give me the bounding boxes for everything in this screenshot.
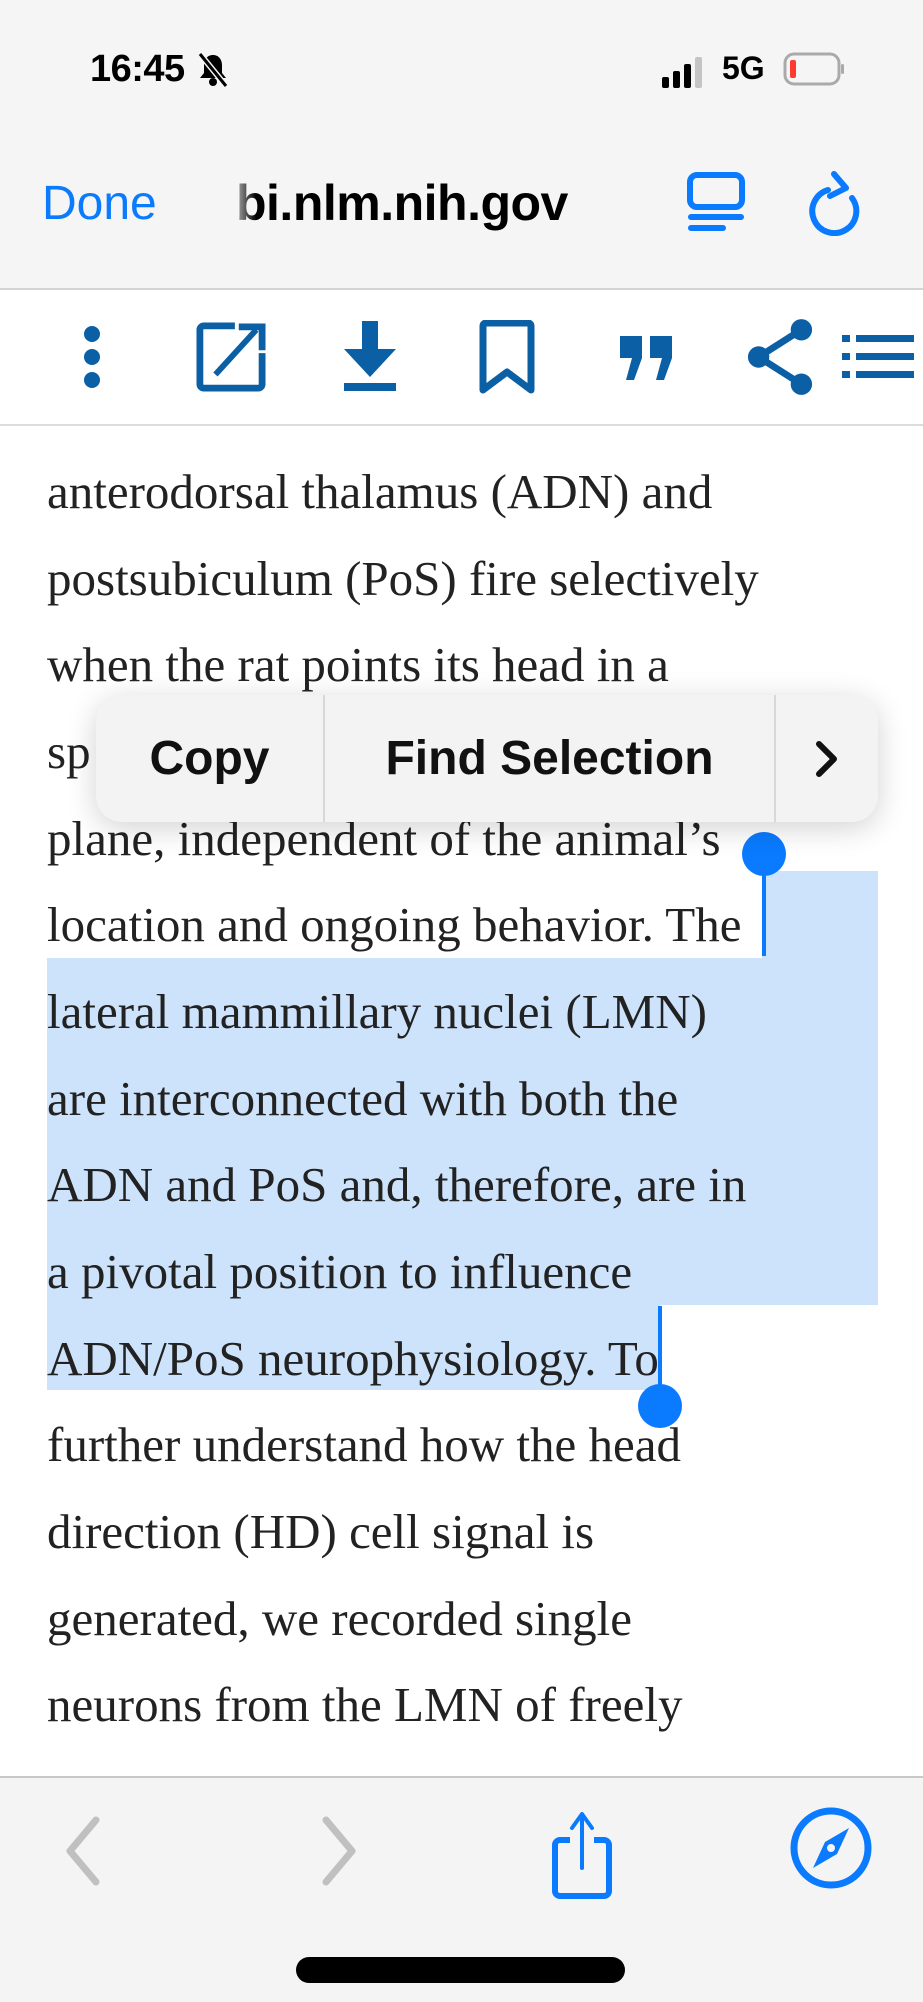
status-time: 16:45	[90, 48, 185, 90]
selection-highlight	[762, 871, 878, 958]
chevron-right-icon	[816, 740, 837, 777]
text-line[interactable]: ADN/PoS neurophysiology. To	[47, 1315, 659, 1402]
text-line[interactable]: further understand how the head	[47, 1417, 682, 1472]
text-line[interactable]: anterodorsal thalamus (ADN) and	[47, 464, 713, 519]
selected-text-line[interactable]: ADN and PoS and, therefore, are in	[47, 1157, 747, 1212]
cellular-signal-icon	[662, 55, 708, 94]
cite-quote-icon[interactable]	[611, 322, 681, 392]
browser-bottom-bar	[0, 1776, 923, 2002]
selection-start-handle[interactable]	[742, 832, 786, 958]
selected-text: ADN/PoS neurophysiology.	[47, 1331, 597, 1386]
selected-text-line[interactable]: a pivotal position to influence	[47, 1244, 633, 1299]
selection-end-handle[interactable]	[638, 1306, 682, 1428]
menu-divider	[323, 695, 325, 822]
find-selection-button[interactable]: Find Selection	[385, 732, 714, 785]
text-segment: To	[596, 1331, 659, 1386]
browser-header: 16:45 5G Done bi.nlm.nih.gov	[0, 0, 923, 290]
share-icon[interactable]	[546, 1808, 618, 1909]
menu-divider	[774, 695, 776, 822]
reload-icon[interactable]	[808, 170, 868, 241]
article-body: anterodorsal thalamus (ADN) and postsubi…	[0, 426, 923, 1776]
article-toolbar	[0, 290, 923, 426]
silent-bell-icon	[196, 52, 230, 93]
open-external-icon[interactable]	[196, 322, 266, 392]
done-button[interactable]: Done	[42, 177, 157, 230]
download-icon[interactable]	[335, 321, 405, 392]
url-domain[interactable]: bi.nlm.nih.gov	[236, 175, 568, 231]
safari-compass-icon[interactable]	[789, 1806, 873, 1895]
bookmark-icon[interactable]	[472, 320, 542, 394]
edit-context-menu: Copy Find Selection	[96, 695, 878, 822]
text-line[interactable]: direction (HD) cell signal is	[47, 1504, 595, 1559]
copy-button[interactable]: Copy	[149, 732, 270, 785]
text-line[interactable]: postsubiculum (PoS) fire selectively	[47, 551, 759, 606]
text-segment: location and ongoing behavior.	[47, 897, 666, 952]
forward-icon[interactable]	[314, 1814, 364, 1893]
home-indicator[interactable]	[296, 1957, 625, 1983]
reader-view-icon[interactable]	[686, 172, 746, 237]
selected-text: The	[665, 897, 742, 952]
text-line[interactable]: sp	[47, 724, 91, 779]
network-type: 5G	[722, 50, 765, 86]
back-icon[interactable]	[58, 1814, 108, 1893]
list-icon[interactable]	[842, 322, 923, 392]
text-line[interactable]: neurons from the LMN of freely	[47, 1677, 683, 1732]
text-line[interactable]: generated, we recorded single	[47, 1591, 632, 1646]
selected-text-line[interactable]: are interconnected with both the	[47, 1071, 679, 1126]
more-icon[interactable]	[57, 322, 127, 392]
share-icon[interactable]	[745, 319, 815, 395]
more-options-button[interactable]	[776, 695, 878, 822]
selected-text-line[interactable]: lateral mammillary nuclei (LMN)	[47, 984, 707, 1039]
selection-highlight	[47, 958, 878, 1305]
selection-highlight	[47, 1305, 660, 1390]
text-line[interactable]: when the rat points its head in a	[47, 637, 669, 692]
text-line[interactable]: location and ongoing behavior. The	[47, 881, 741, 968]
battery-icon	[783, 52, 845, 93]
